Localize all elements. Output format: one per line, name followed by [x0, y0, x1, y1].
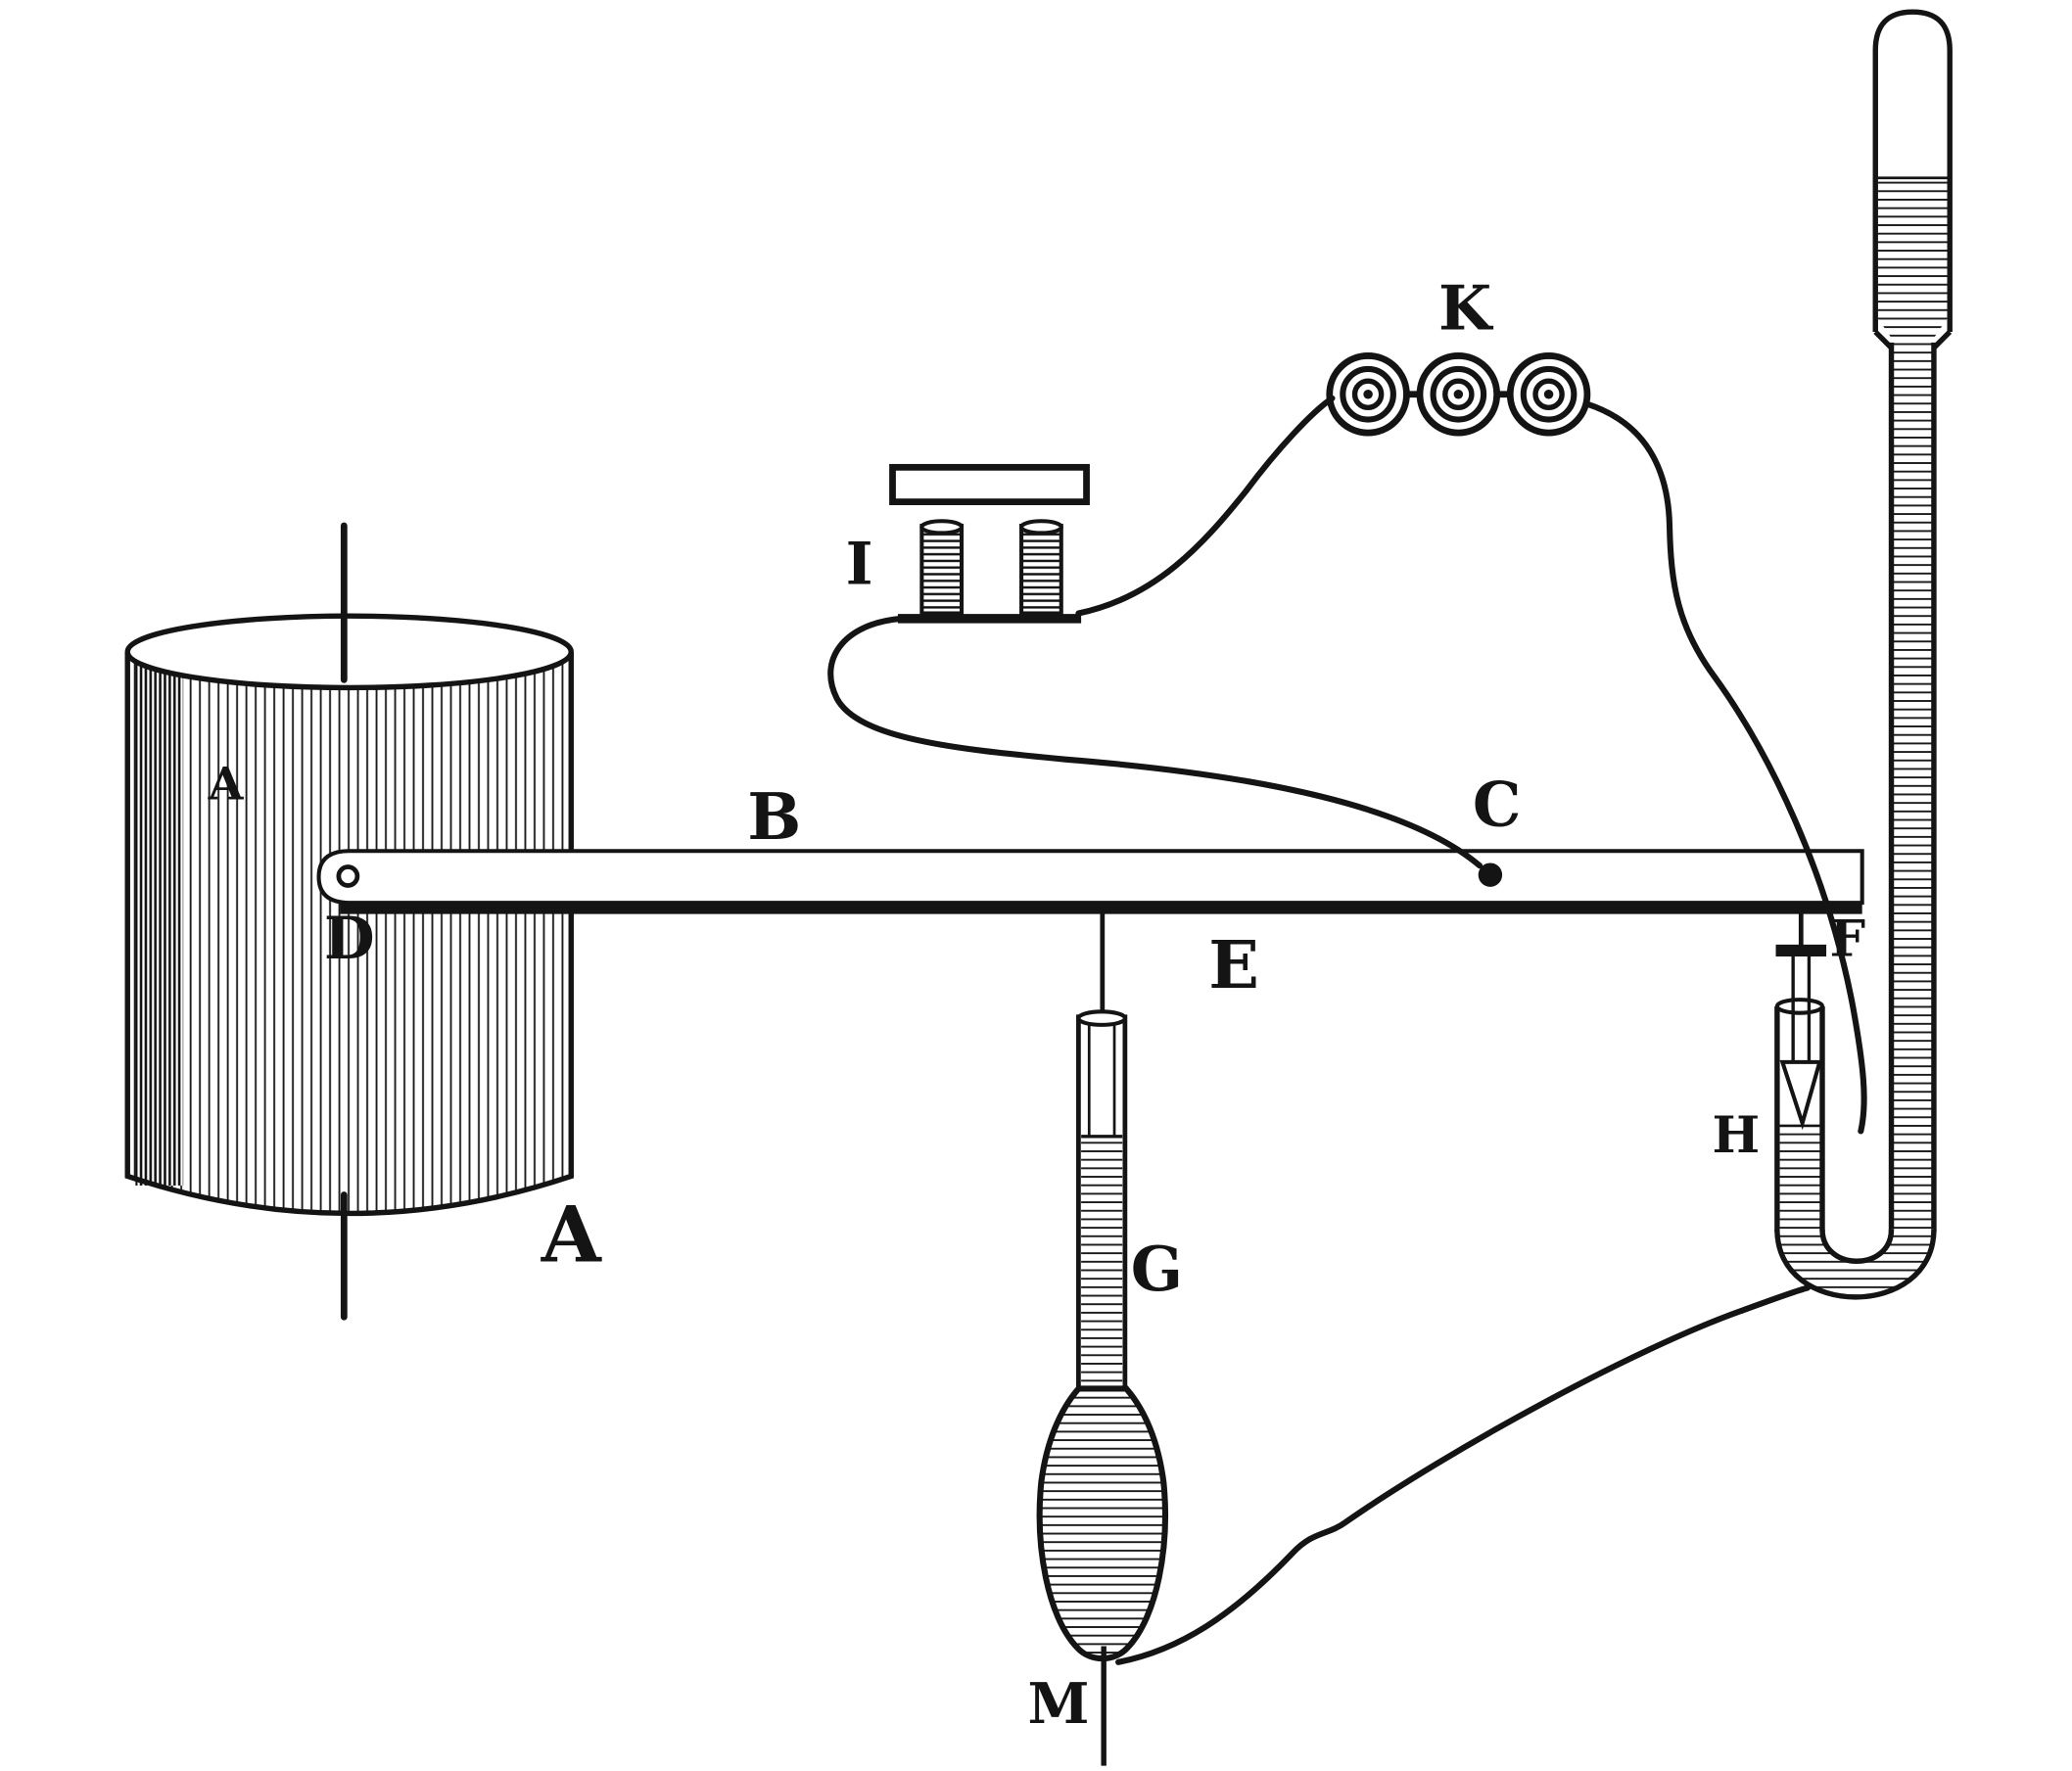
cylinder-a: [124, 522, 574, 1321]
binding-post-right: [1019, 523, 1063, 616]
beam-body: [316, 849, 1864, 906]
induction-coils-k: [1326, 352, 1591, 437]
binding-posts-i: [889, 463, 1090, 624]
funnel-cone-h: [1779, 1059, 1822, 1131]
right-limb-liquid: [1892, 342, 1933, 1233]
wire-i-to-coils: [1075, 395, 1336, 617]
label-a-main: A: [541, 1188, 602, 1280]
cylinder-body-hatch: [127, 653, 572, 1214]
contact-point-c: [1478, 862, 1503, 887]
label-g: G: [1131, 1233, 1183, 1305]
wire-m-to-ubend: [1115, 1284, 1812, 1665]
binding-post-left-top: [919, 519, 965, 536]
label-f: F: [1829, 909, 1865, 968]
h-tube-liquid: [1779, 1125, 1821, 1233]
stem-top-opening: [1076, 1009, 1127, 1027]
cylinder-shadow-band: [135, 659, 184, 1186]
stem-liquid: [1081, 1136, 1123, 1394]
label-i: I: [846, 531, 873, 599]
coil-2: [1416, 352, 1501, 437]
wire-i-to-c: [827, 615, 1483, 869]
wire-coils-to-h: [1582, 400, 1867, 1135]
label-h: H: [1712, 1106, 1760, 1165]
binding-post-left: [919, 523, 965, 616]
label-b: B: [747, 780, 801, 855]
label-e: E: [1208, 925, 1259, 1003]
label-m: M: [1028, 1672, 1090, 1737]
circuit-wires: [827, 395, 1867, 1665]
binding-post-right-top: [1019, 519, 1063, 536]
u-bend-outer: [1774, 1229, 1937, 1300]
label-d: D: [324, 905, 375, 973]
labels: A A B C D E F G H I K M: [208, 271, 1865, 1737]
manometer-tube: [1774, 9, 1953, 1300]
cylinder-top-rim: [124, 613, 574, 691]
h-tube-opening: [1774, 998, 1825, 1015]
label-a-small: A: [208, 757, 245, 810]
pivot-hole-d: [336, 864, 360, 888]
u-bend-inner: [1819, 1229, 1895, 1264]
thermometer-g: [1036, 908, 1168, 1766]
beam-b: [316, 849, 1864, 914]
coil-3: [1506, 352, 1591, 437]
coil-1: [1326, 352, 1410, 437]
label-k: K: [1438, 271, 1494, 344]
bulb: [1036, 1385, 1168, 1661]
contact-plate: [889, 463, 1090, 505]
reservoir-liquid: [1877, 177, 1948, 341]
cylinder-outline: [124, 650, 574, 1217]
label-c: C: [1473, 768, 1522, 840]
